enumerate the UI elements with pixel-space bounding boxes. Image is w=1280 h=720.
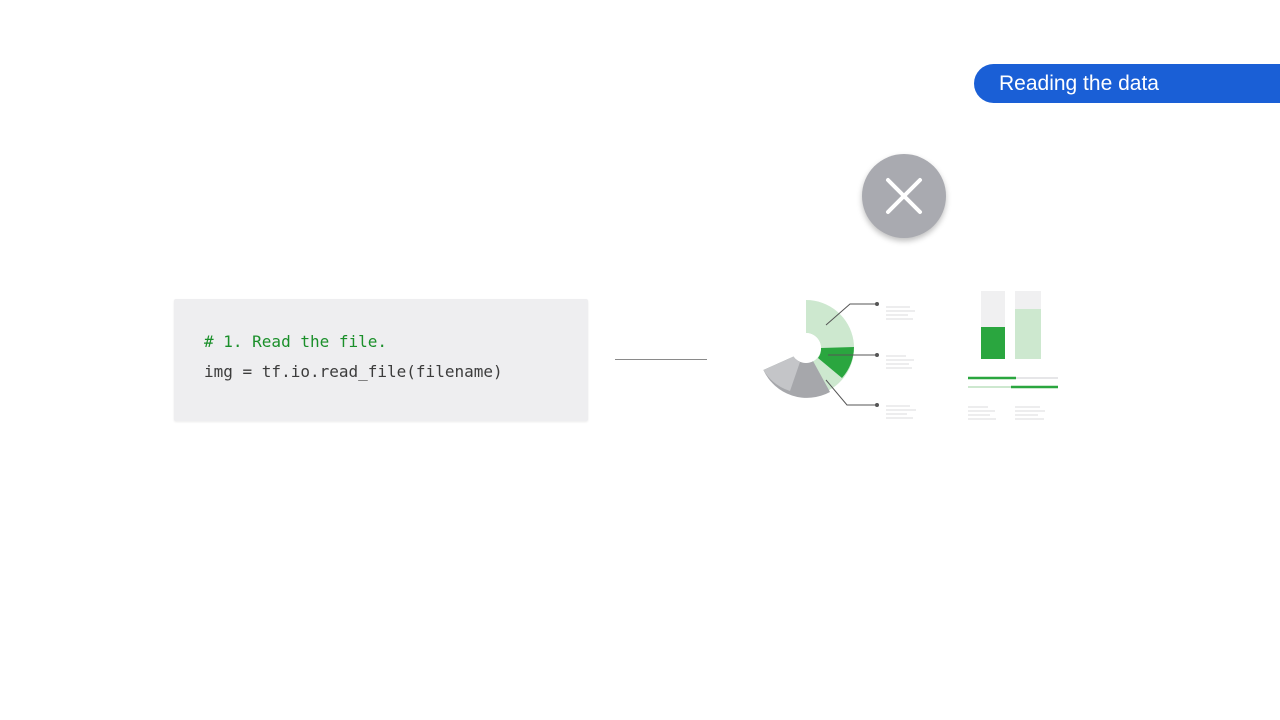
code-block: # 1. Read the file. img = tf.io.read_fil…	[174, 299, 588, 421]
section-title-pill: Reading the data	[974, 64, 1280, 103]
donut-chart-icon	[763, 299, 916, 419]
close-icon	[886, 178, 922, 214]
code-comment-line: # 1. Read the file.	[204, 332, 388, 351]
section-title: Reading the data	[999, 72, 1159, 95]
code-statement-line: img = tf.io.read_file(filename)	[204, 362, 503, 381]
data-analysis-illustration	[750, 285, 1070, 440]
bar-chart-icon	[968, 291, 1058, 420]
connector-line	[615, 359, 707, 360]
close-button[interactable]	[862, 154, 946, 238]
